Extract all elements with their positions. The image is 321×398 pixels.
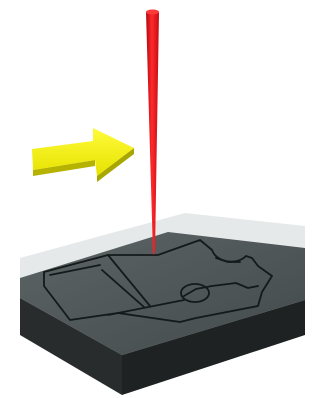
engraving-divider-vertical xyxy=(107,254,151,307)
arrow-shaft-side xyxy=(33,160,95,176)
engraving-right-notch xyxy=(215,257,241,263)
laser-beam xyxy=(146,9,159,255)
laser-beam-cap xyxy=(146,9,159,15)
movement-arrow xyxy=(32,128,134,182)
engraving-channel-upper xyxy=(49,264,101,276)
engraving-diagonal-line xyxy=(107,299,185,316)
engraved-pattern xyxy=(43,239,273,323)
block-left-face xyxy=(20,298,122,395)
engraving-outer-contour xyxy=(43,239,273,323)
arrow-face xyxy=(32,128,134,176)
engraving-channel-lower xyxy=(101,269,145,308)
engraving-circle xyxy=(180,283,210,303)
arrow-head-side xyxy=(97,148,134,182)
laser-beam-body xyxy=(146,9,159,255)
engraving-right-bracket xyxy=(183,282,259,297)
block-right-face xyxy=(122,300,305,395)
